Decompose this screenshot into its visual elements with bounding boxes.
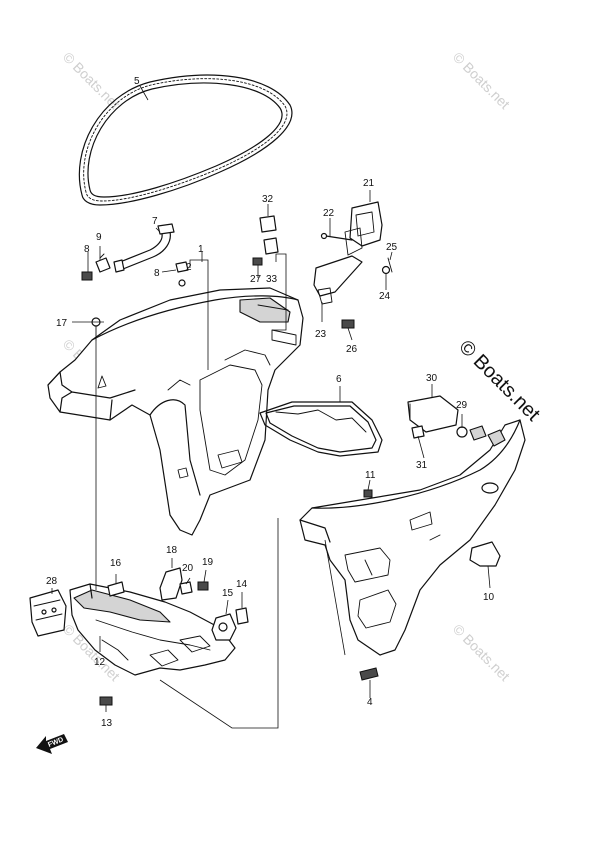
callout-20: 20 [182, 563, 194, 574]
callout-18: 18 [166, 545, 178, 556]
callout-12: 12 [94, 657, 106, 668]
part-11-bolt [363, 489, 373, 498]
part-30-latch-block [407, 395, 459, 433]
part-9-clip [95, 253, 111, 273]
callout-19: 19 [202, 557, 214, 568]
part-28-pad [29, 589, 67, 637]
part-6-gasket [259, 401, 383, 457]
callout-14: 14 [236, 579, 248, 590]
part-16-clip [107, 581, 125, 597]
callout-27: 27 [250, 274, 262, 285]
callout-16: 16 [110, 558, 122, 569]
callout-24: 24 [379, 291, 391, 302]
watermark-top-right: © Boats.net [450, 49, 513, 112]
part-4-bolt [359, 667, 379, 681]
fwd-direction-marker: FWD [36, 734, 68, 754]
callout-26: 26 [346, 344, 358, 355]
callout-15: 15 [222, 588, 234, 599]
callout-21: 21 [363, 178, 375, 189]
callout-25: 25 [386, 242, 398, 253]
callout-9: 9 [96, 232, 102, 243]
part-12-lower-bracket [69, 583, 236, 676]
callout-28: 28 [46, 576, 58, 587]
part-10-plug [469, 541, 501, 567]
callout-8-upper: 8 [84, 244, 90, 255]
callout-29: 29 [456, 400, 468, 411]
part-26-bolt [341, 319, 355, 329]
part-19-screw [197, 581, 209, 591]
part-29-grommet [456, 426, 468, 438]
part-22-pin [320, 232, 353, 241]
part-13-bolt [99, 696, 113, 706]
part-5-seal-ring [78, 74, 293, 206]
part-7-hose [113, 223, 189, 287]
fwd-label: FWD [47, 736, 64, 748]
part-31-screw [411, 425, 425, 439]
callout-30: 30 [426, 373, 438, 384]
callout-11: 11 [365, 470, 376, 481]
callout-6: 6 [336, 374, 342, 385]
callout-13: 13 [101, 718, 113, 729]
leader-lines [51, 85, 491, 729]
part-32-grommet [259, 215, 277, 233]
callout-1: 1 [198, 244, 204, 255]
watermark-top-left: © Boats.net [60, 49, 123, 112]
callout-23: 23 [315, 329, 327, 340]
callout-33: 33 [266, 274, 278, 285]
part-23-bracket [313, 255, 363, 305]
part-18-bracket [159, 567, 183, 601]
callout-10: 10 [483, 592, 495, 603]
part-21-latch [344, 201, 383, 256]
part-1-upper-cover [47, 287, 304, 536]
part-33-clamp [263, 237, 279, 255]
part-15-mount [211, 613, 237, 641]
part-right-side-cover [299, 419, 526, 656]
callout-labels: 5 7 9 8 1 2 8 17 32 27 33 21 22 25 24 23… [46, 76, 495, 729]
callout-22: 22 [323, 208, 335, 219]
part-8-screw-upper [81, 271, 93, 281]
callout-17: 17 [56, 318, 68, 329]
callout-8-lower: 8 [154, 268, 160, 279]
callout-7: 7 [152, 216, 158, 227]
callout-4: 4 [367, 697, 373, 708]
part-24-washer [381, 265, 391, 275]
callout-31: 31 [416, 460, 428, 471]
part-25-pin [387, 257, 393, 273]
watermark-bottom-right: © Boats.net [450, 621, 513, 684]
callout-32: 32 [262, 194, 274, 205]
part-27-screw [252, 257, 263, 266]
callout-2: 2 [186, 262, 192, 273]
watermark-large: © Boats.net [454, 336, 544, 426]
callout-5: 5 [134, 76, 140, 87]
part-14-grommet [235, 607, 249, 625]
